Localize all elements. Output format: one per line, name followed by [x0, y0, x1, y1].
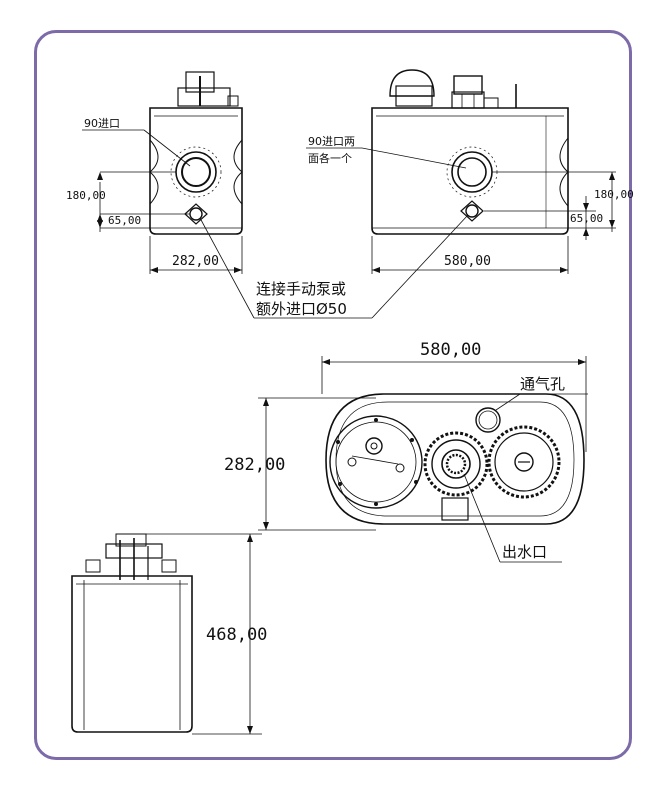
drawing-frame [34, 30, 632, 760]
side-dim-width: 282,00 [172, 254, 219, 269]
side-view-dimensions [97, 171, 243, 274]
front-dim-65: 65,00 [570, 212, 603, 225]
label-pump-inlet-line1: 连接手动泵或 [256, 280, 346, 298]
label-inlet-90-front-line2: 面各一个 [308, 151, 352, 165]
label-vent: 通气孔 [520, 375, 565, 393]
top-view-dimensions [258, 356, 587, 531]
label-outlet: 出水口 [502, 543, 547, 561]
bottom-dim-height: 468,00 [206, 625, 267, 645]
label-inlet-90-side: 90进口 [84, 117, 120, 130]
side-view [149, 71, 243, 235]
label-pump-inlet-line2: 额外进口Ø50 [256, 300, 347, 318]
side-dim-180: 180,00 [66, 189, 106, 202]
bottom-view-dimensions [124, 533, 262, 735]
top-view [325, 393, 585, 525]
side-dim-65: 65,00 [108, 214, 141, 227]
bottom-side-view [71, 533, 193, 733]
label-inlet-90-front-line1: 90进口两 [308, 135, 355, 148]
front-view [371, 69, 569, 235]
front-dim-180: 180,00 [594, 188, 634, 201]
top-dim-width: 580,00 [420, 340, 481, 360]
front-view-dimensions [371, 171, 616, 274]
front-dim-width: 580,00 [444, 254, 491, 269]
top-dim-depth: 282,00 [224, 455, 285, 475]
